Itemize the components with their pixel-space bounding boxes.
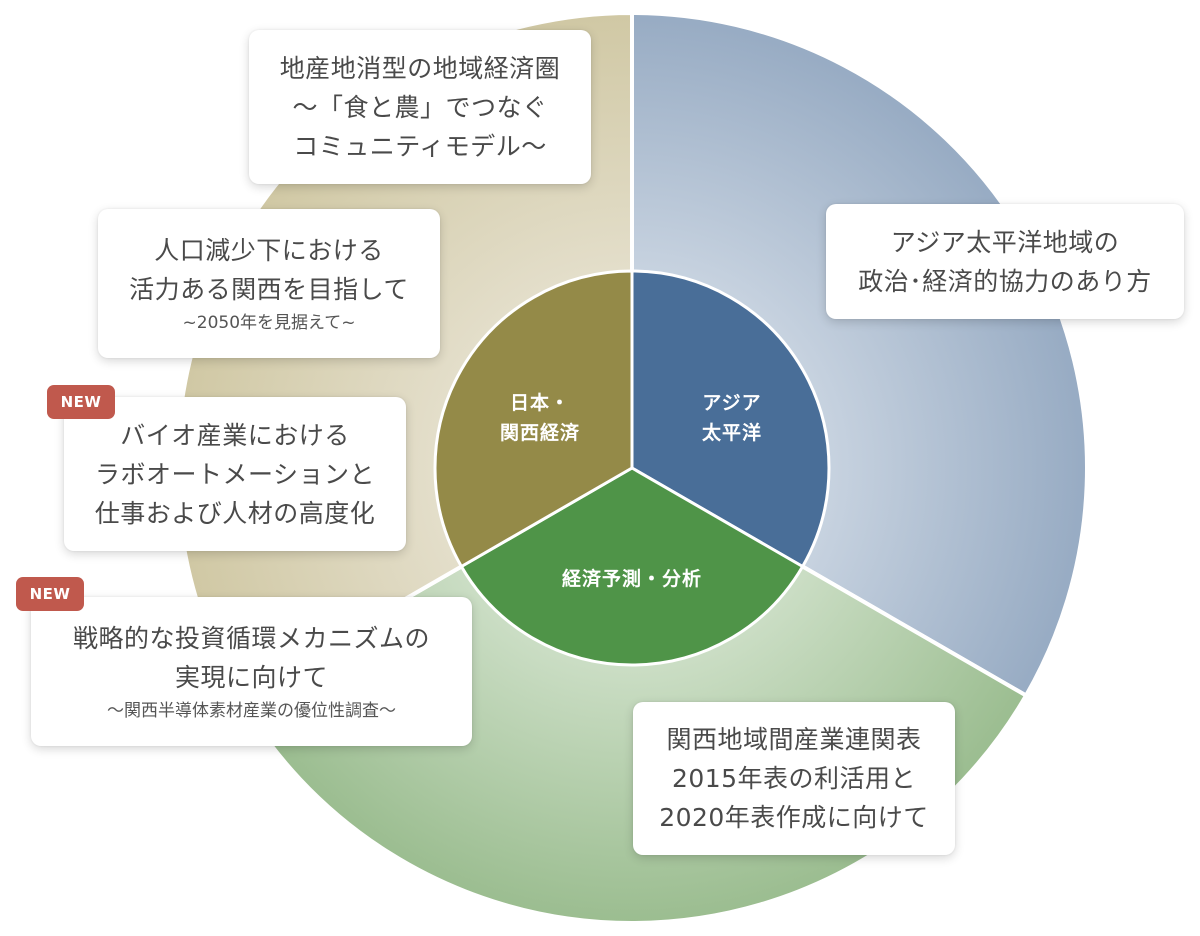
hub-japan-line1: 日本・ [509,392,570,414]
inner-segment-japan[interactable] [433,269,634,569]
new-badge-strategic: NEW [16,577,84,611]
card-kansai-io-table[interactable]: 関西地域間産業連関表 2015年表の利活用と 2020年表作成に向けて [633,702,955,855]
hub-economic-forecast[interactable]: 経済予測・分析 [532,564,732,594]
card-kansai-line3: 2020年表作成に向けて [659,803,929,832]
card-bio-line2: ラボオートメーションと [94,459,375,489]
card-chisan-line2: 〜「食と農」でつなぐ [292,92,548,122]
card-senryaku-line1: 戦略的な投資循環メカニズムの [72,623,430,653]
card-senryaku-line2: 実現に向けて [174,662,328,692]
card-asia-pacific-cooperation[interactable]: アジア太平洋地域の 政治･経済的協力のあり方 [826,204,1184,319]
card-bio-line3: 仕事および人材の高度化 [94,498,376,528]
inner-segment-asia[interactable] [630,269,831,569]
new-badge-bio: NEW [47,385,115,419]
hub-japan-line2: 関西経済 [499,422,580,444]
card-population-decline-kansai[interactable]: 人口減少下における 活力ある関西を目指して ~2050年を見据えて~ [98,209,440,358]
card-asia-line2: 政治･経済的協力のあり方 [858,266,1152,296]
card-asia-line1: アジア太平洋地域の [890,227,1120,257]
card-local-production-economy[interactable]: 地産地消型の地域経済圏 〜「食と農」でつなぐ コミュニティモデル〜 [249,30,591,184]
hub-japan-kansai-economy[interactable]: 日本・ 関西経済 [470,388,610,448]
card-jinko-line2: 活力ある関西を目指して [129,274,409,304]
hub-asia-line2: 太平洋 [701,422,762,444]
card-chisan-line3: コミュニティモデル〜 [293,131,547,161]
card-jinko-line1: 人口減少下における [154,235,384,265]
card-senryaku-subtitle: 〜関西半導体素材産業の優位性調査〜 [107,700,396,721]
hub-asia-pacific[interactable]: アジア 太平洋 [662,388,802,448]
card-kansai-line2: 2015年表の利活用と [671,764,917,793]
card-jinko-subtitle: ~2050年を見据えて~ [182,312,356,333]
card-chisan-line1: 地産地消型の地域経済圏 [279,53,561,83]
card-bio-lab-automation[interactable]: バイオ産業における ラボオートメーションと 仕事および人材の高度化 [64,397,406,551]
hub-econ-line1: 経済予測・分析 [561,568,702,590]
card-kansai-line1: 関西地域間産業連関表 [666,725,922,754]
hub-asia-line1: アジア [702,392,762,414]
card-strategic-investment[interactable]: 戦略的な投資循環メカニズムの 実現に向けて 〜関西半導体素材産業の優位性調査〜 [31,597,472,746]
card-bio-line1: バイオ産業における [120,420,350,450]
